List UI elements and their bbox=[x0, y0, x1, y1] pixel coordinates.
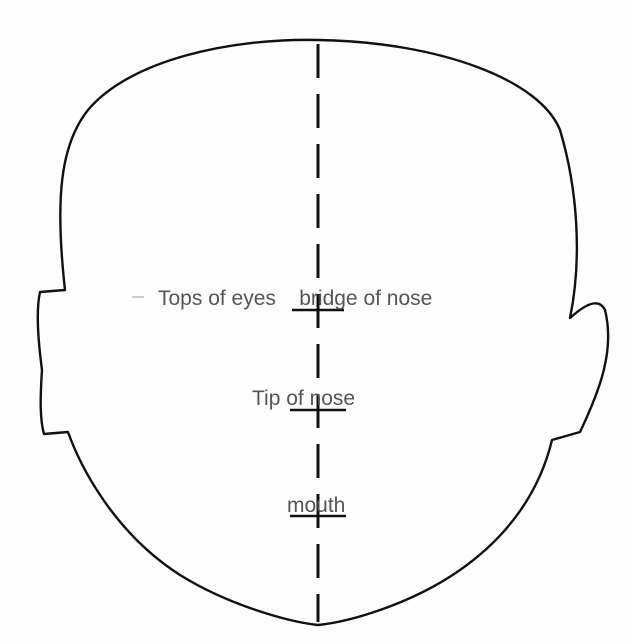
head-outline bbox=[38, 40, 608, 625]
mouth-label: mouth bbox=[287, 495, 345, 516]
eyes-bridge-label: Tops of eyes bridge of nose bbox=[158, 288, 432, 309]
nose-tip-label: Tip of nose bbox=[252, 388, 355, 409]
